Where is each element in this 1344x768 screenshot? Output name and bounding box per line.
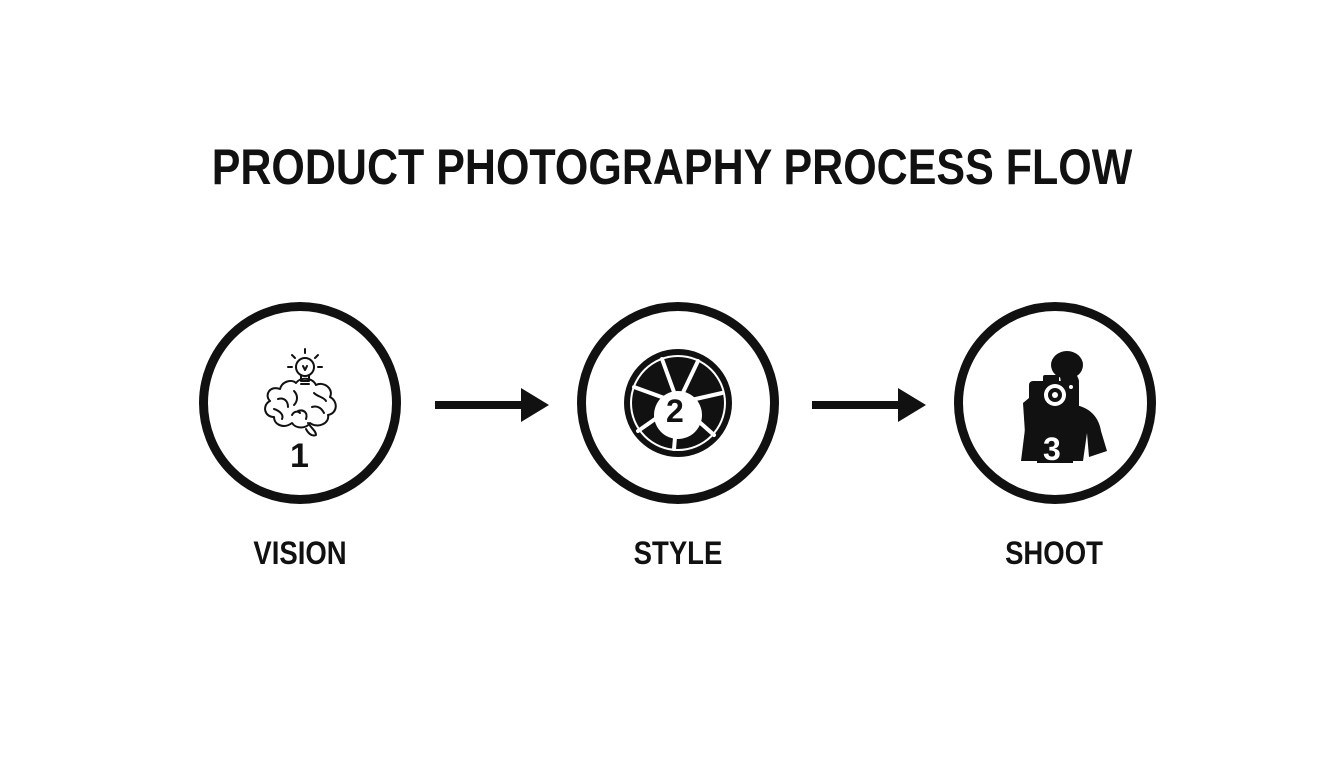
arrow-right-icon [435,388,549,422]
camera-aperture-icon [624,349,732,457]
step-3-number: 3 [1043,431,1061,467]
step-1-number: 1 [290,437,309,475]
step-1-circle: 1 [199,302,401,504]
diagram-title: PRODUCT PHOTOGRAPHY PROCESS FLOW [211,139,1133,195]
step-2-label: STYLE [633,535,723,571]
step-2-circle: 2 [577,302,779,504]
arrow-right-icon [812,388,926,422]
step-3-circle: 3 [954,302,1156,504]
step-1-label: VISION [253,535,347,571]
photographer-icon [1021,351,1107,463]
brain-lightbulb-icon [264,348,337,437]
step-2-number: 2 [666,393,684,429]
step-3-label: SHOOT [1005,535,1103,571]
